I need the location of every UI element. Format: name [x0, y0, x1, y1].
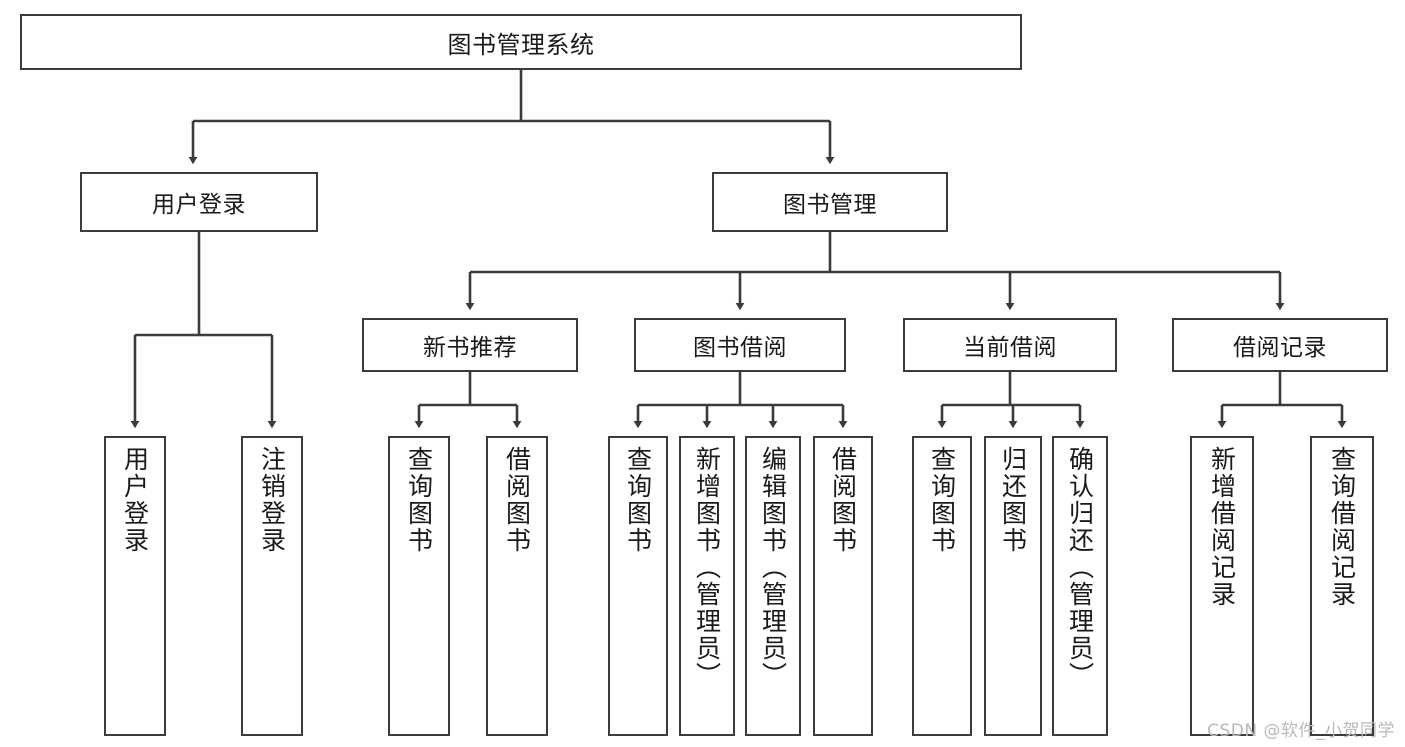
node-leaf-edit-book-admin[interactable]: 编辑图书（管理员） [745, 436, 801, 736]
node-label: 新增借阅记录 [1207, 446, 1237, 608]
node-leaf-user-logout[interactable]: 注销登录 [241, 436, 303, 736]
node-leaf-borrow-book-1[interactable]: 借阅图书 [486, 436, 548, 736]
node-leaf-borrow-book-2[interactable]: 借阅图书 [813, 436, 873, 736]
node-user-login[interactable]: 用户登录 [80, 172, 318, 232]
node-label: 编辑图书（管理员） [758, 446, 788, 689]
node-leaf-query-book-1[interactable]: 查询图书 [388, 436, 450, 736]
node-leaf-user-login[interactable]: 用户登录 [104, 436, 166, 736]
node-leaf-confirm-return-admin[interactable]: 确认归还（管理员） [1052, 436, 1108, 736]
node-label: 借阅记录 [1233, 335, 1327, 361]
node-label: 用户登录 [152, 192, 246, 218]
node-book-borrow[interactable]: 图书借阅 [634, 318, 846, 372]
node-label: 图书借阅 [693, 335, 787, 361]
node-leaf-query-book-2[interactable]: 查询图书 [608, 436, 668, 736]
node-label: 图书管理 [783, 192, 877, 218]
node-label: 确认归还（管理员） [1065, 446, 1095, 689]
node-label: 当前借阅 [963, 335, 1057, 361]
node-label: 借阅图书 [502, 446, 532, 554]
node-leaf-return-book[interactable]: 归还图书 [984, 436, 1042, 736]
node-leaf-query-borrow-record[interactable]: 查询借阅记录 [1310, 436, 1374, 736]
node-root-system[interactable]: 图书管理系统 [20, 14, 1022, 70]
node-new-book-recommend[interactable]: 新书推荐 [362, 318, 578, 372]
node-current-borrow[interactable]: 当前借阅 [903, 318, 1117, 372]
node-label: 新书推荐 [423, 335, 517, 361]
node-label: 注销登录 [257, 446, 287, 554]
node-label: 查询图书 [927, 446, 957, 554]
node-label: 新增图书（管理员） [692, 446, 722, 689]
csdn-watermark: CSDN @软件_小贺同学 [1207, 721, 1395, 741]
node-book-management[interactable]: 图书管理 [712, 172, 948, 232]
node-leaf-add-book-admin[interactable]: 新增图书（管理员） [679, 436, 735, 736]
node-leaf-query-book-3[interactable]: 查询图书 [912, 436, 972, 736]
node-label: 用户登录 [120, 446, 150, 554]
node-label: 查询图书 [623, 446, 653, 554]
node-label: 借阅图书 [828, 446, 858, 554]
node-leaf-add-borrow-record[interactable]: 新增借阅记录 [1190, 436, 1254, 736]
node-label: 查询借阅记录 [1327, 446, 1357, 608]
node-label: 查询图书 [404, 446, 434, 554]
node-label: 图书管理系统 [447, 30, 595, 59]
node-borrow-record[interactable]: 借阅记录 [1172, 318, 1388, 372]
node-label: 归还图书 [998, 446, 1028, 554]
